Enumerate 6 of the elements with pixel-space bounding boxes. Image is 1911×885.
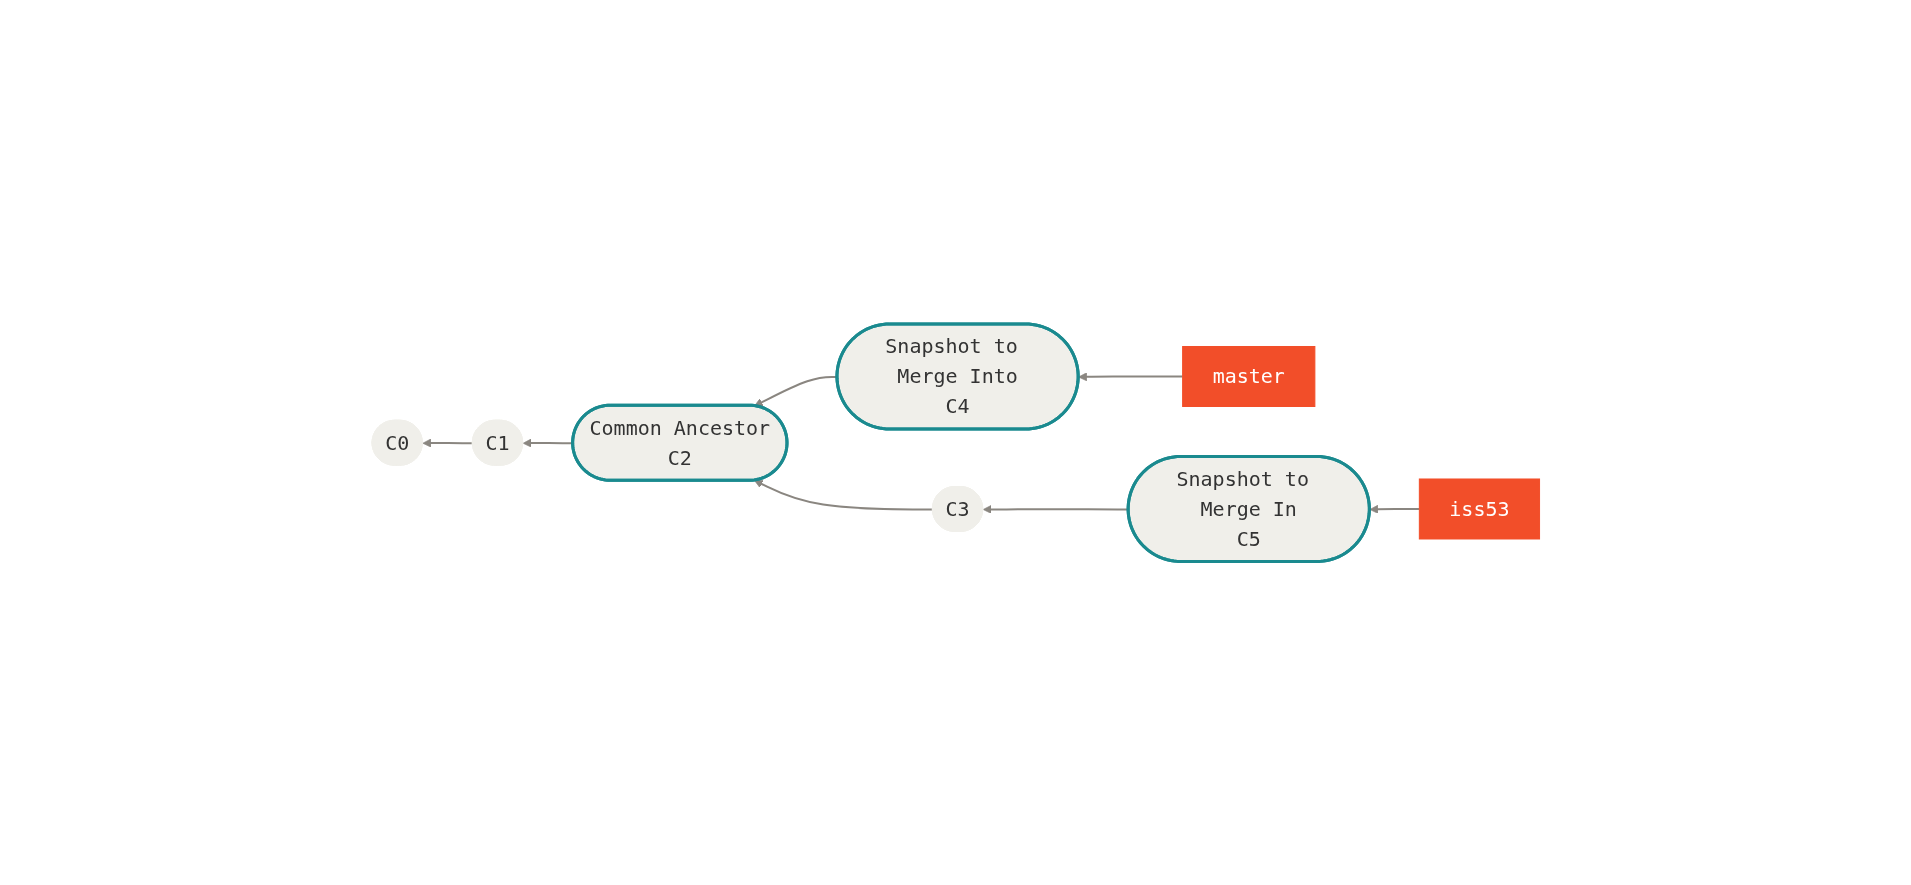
node-box: iss53 [1418, 478, 1540, 540]
arrow [1077, 372, 1184, 381]
node-box: master [1181, 345, 1316, 407]
arrow [1369, 504, 1421, 514]
arrow [422, 438, 474, 448]
arrow [753, 479, 934, 511]
